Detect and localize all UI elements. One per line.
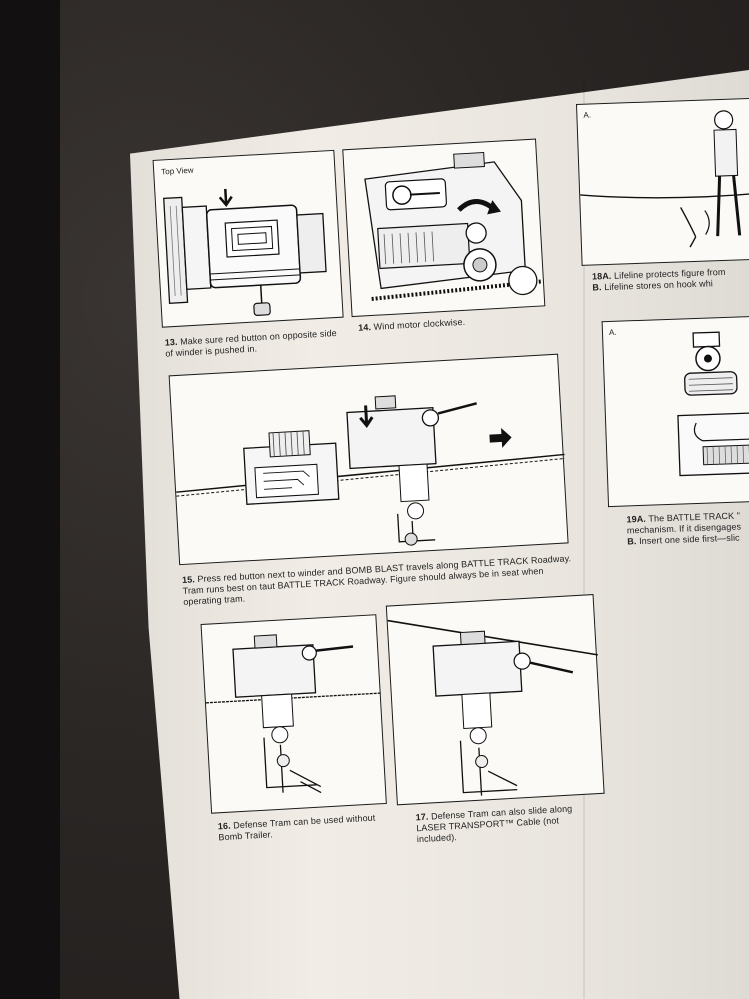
step-sub-label: B. [627, 536, 637, 547]
defense-tram-without-trailer-drawing [205, 634, 382, 794]
step-number: 19A. [626, 513, 647, 525]
step-text-b: Insert one side first—slic [638, 532, 740, 547]
step-number: 17. [415, 811, 429, 823]
panel-15-illustration [168, 353, 569, 566]
wind-motor-drawing [364, 151, 542, 301]
panel-19-caption: 19A. The BATTLE TRACK " mechanism. If it… [626, 509, 749, 548]
sheet-fold-line [583, 80, 585, 999]
step-number: 15. [181, 574, 196, 585]
dark-edge [0, 0, 60, 999]
step-sub-label: B. [592, 282, 602, 293]
step-number: 13. [164, 336, 178, 348]
panel-19-illustration: A. [601, 315, 749, 508]
step-number: 16. [217, 820, 231, 832]
panel-14-illustration [342, 138, 546, 318]
panel-16-illustration [200, 614, 387, 814]
defense-tram-laser-transport-drawing [387, 619, 599, 796]
winder-top-view-drawing [163, 188, 327, 316]
lifeline-figure-drawing [580, 110, 749, 248]
battle-track-mechanism-drawing [677, 331, 749, 477]
panel-18-illustration: A. [576, 97, 749, 266]
step-number: 14. [357, 322, 372, 333]
bomb-blast-tram-drawing [176, 395, 565, 546]
panel-17-illustration [385, 594, 605, 806]
step-number: 18A. [591, 270, 612, 282]
panel-13-illustration: Top View [152, 149, 344, 328]
